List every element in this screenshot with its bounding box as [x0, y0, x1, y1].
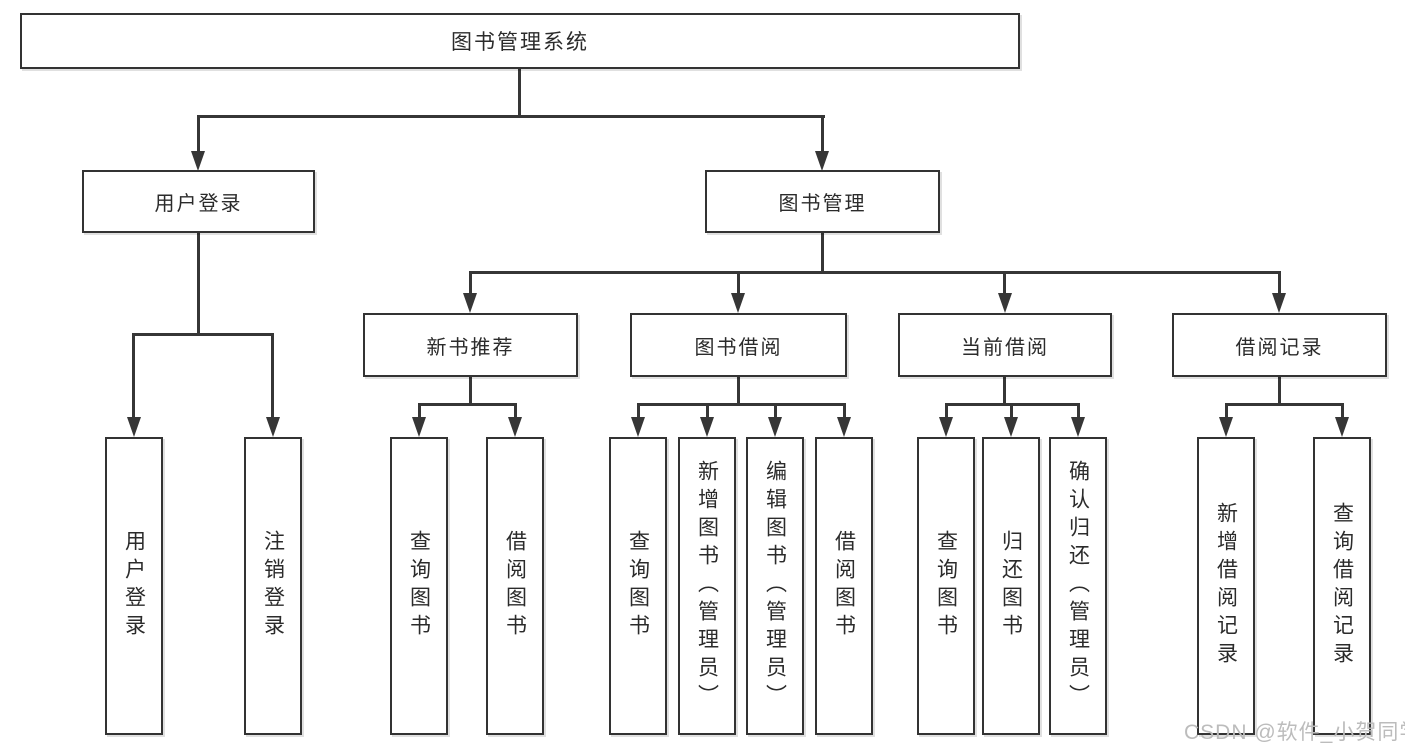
arrow-head-icon [266, 417, 280, 437]
arrow-head-icon [191, 151, 205, 171]
arrow-head-icon [463, 293, 477, 313]
connector-line [1225, 403, 1228, 417]
arrow-head-icon [939, 417, 953, 437]
arrow-head-icon [700, 417, 714, 437]
node-borrow-records: 借阅记录 [1172, 313, 1387, 377]
node-label: 编辑图书（管理员） [763, 460, 787, 712]
leaf-borrow-books-recommend: 借阅图书 [486, 437, 544, 735]
arrow-head-icon [412, 417, 426, 437]
connector-line [1010, 403, 1013, 417]
connector-line [1003, 271, 1006, 295]
connector-line [706, 403, 709, 417]
arrow-head-icon [837, 417, 851, 437]
arrow-head-icon [1004, 417, 1018, 437]
arrow-head-icon [1335, 417, 1349, 437]
node-label: 用户登录 [154, 193, 243, 215]
node-label: 图书借阅 [694, 336, 783, 359]
leaf-user-login: 用户登录 [105, 437, 163, 735]
leaf-logout: 注销登录 [244, 437, 302, 735]
connector-line [1278, 271, 1281, 295]
node-label: 用户登录 [122, 530, 146, 642]
arrow-head-icon [1071, 417, 1085, 437]
connector-line [418, 403, 421, 417]
node-root: 图书管理系统 [20, 13, 1020, 69]
connector-line [418, 403, 517, 406]
leaf-edit-books-admin: 编辑图书（管理员） [746, 437, 804, 735]
node-label: 借阅图书 [503, 530, 527, 642]
connector-line [197, 115, 200, 154]
node-label: 借阅图书 [832, 530, 856, 642]
connector-line [737, 377, 740, 406]
leaf-confirm-return-admin: 确认归还（管理员） [1049, 437, 1107, 735]
node-label: 查询借阅记录 [1330, 502, 1354, 670]
connector-line [821, 115, 824, 154]
node-new-book-recommend: 新书推荐 [363, 313, 578, 377]
connector-line [843, 403, 846, 417]
arrow-head-icon [998, 293, 1012, 313]
leaf-return-books: 归还图书 [982, 437, 1040, 735]
arrow-head-icon [127, 417, 141, 437]
arrow-head-icon [731, 293, 745, 313]
connector-line [737, 271, 740, 295]
connector-line [518, 69, 521, 118]
connector-line [637, 403, 845, 406]
node-book-management: 图书管理 [705, 170, 940, 233]
node-label: 查询图书 [626, 530, 650, 642]
connector-line [945, 403, 948, 417]
arrow-head-icon [508, 417, 522, 437]
connector-line [469, 377, 472, 406]
leaf-query-books-current: 查询图书 [917, 437, 975, 735]
connector-line [1278, 377, 1281, 406]
connector-line [469, 271, 1281, 274]
connector-line [1077, 403, 1080, 417]
node-label: 图书管理系统 [451, 31, 589, 54]
node-label: 查询图书 [407, 530, 431, 642]
node-label: 确认归还（管理员） [1066, 460, 1090, 712]
arrow-head-icon [768, 417, 782, 437]
node-label: 新书推荐 [426, 336, 515, 359]
leaf-add-borrow-record: 新增借阅记录 [1197, 437, 1255, 735]
node-label: 当前借阅 [961, 336, 1049, 359]
connector-line [1225, 403, 1343, 406]
leaf-query-books-borrow: 查询图书 [609, 437, 667, 735]
connector-line [271, 333, 274, 417]
leaf-add-books-admin: 新增图书（管理员） [678, 437, 736, 735]
node-label: 归还图书 [999, 530, 1023, 642]
connector-line [469, 271, 472, 295]
leaf-borrow-books: 借阅图书 [815, 437, 873, 735]
connector-line [1003, 377, 1006, 406]
leaf-query-borrow-record: 查询借阅记录 [1313, 437, 1371, 735]
leaf-query-books-recommend: 查询图书 [390, 437, 448, 735]
connector-line [1341, 403, 1344, 417]
connector-line [637, 403, 640, 417]
node-label: 注销登录 [261, 530, 285, 642]
connector-line [197, 233, 200, 336]
node-label: 新增借阅记录 [1214, 502, 1238, 670]
node-user-login: 用户登录 [82, 170, 315, 233]
connector-line [774, 403, 777, 417]
arrow-head-icon [631, 417, 645, 437]
arrow-head-icon [1272, 293, 1286, 313]
connector-line [821, 233, 824, 274]
node-label: 新增图书（管理员） [695, 460, 719, 712]
node-current-borrow: 当前借阅 [898, 313, 1112, 377]
node-book-borrow: 图书借阅 [630, 313, 847, 377]
node-label: 借阅记录 [1235, 336, 1324, 359]
arrow-head-icon [1219, 417, 1233, 437]
node-label: 图书管理 [778, 193, 867, 215]
connector-line [514, 403, 517, 417]
node-label: 查询图书 [934, 530, 958, 642]
connector-line [132, 333, 274, 336]
arrow-head-icon [815, 151, 829, 171]
watermark: CSDN @软件_小贺同学 [1184, 721, 1405, 744]
connector-line [197, 115, 825, 118]
connector-line [132, 333, 135, 417]
